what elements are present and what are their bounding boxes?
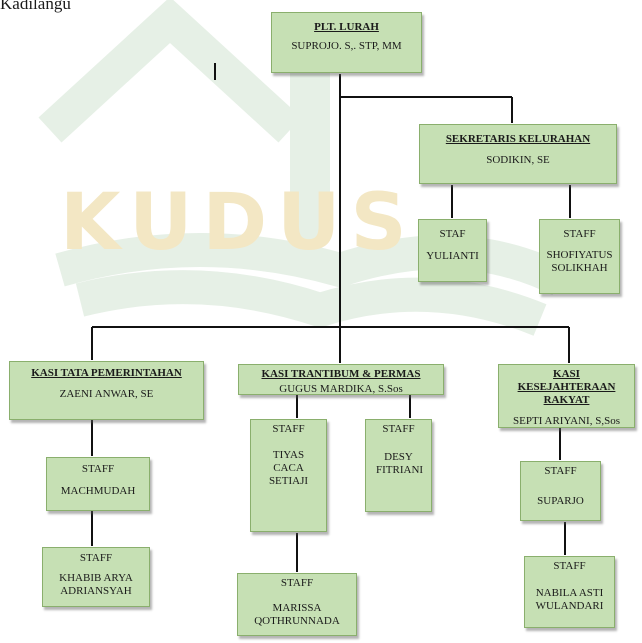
kasi-kesejahteraan-role: KASI KESEJAHTERAAN RAKYAT bbox=[517, 368, 616, 406]
lurah-role: PLT. LURAH bbox=[314, 21, 379, 33]
sek-staff-1-role: STAF bbox=[439, 228, 466, 240]
pem-staff-1-box: STAFF MACHMUDAH bbox=[46, 457, 150, 511]
kasi-pemerintahan-role: KASI TATA PEMERINTAHAN bbox=[31, 367, 182, 379]
kasi-trantibum-role: KASI TRANTIBUM & PERMAS bbox=[261, 368, 421, 380]
kes-staff-1-role: STAFF bbox=[544, 465, 577, 477]
kes-staff-2-role: STAFF bbox=[553, 560, 586, 572]
tra-staff-2-box: STAFF DESY FITRIANI bbox=[365, 419, 432, 512]
sek-staff-2-role: STAFF bbox=[563, 228, 596, 240]
sekretaris-box: SEKRETARIS KELURAHAN SODIKIN, SE bbox=[419, 124, 617, 184]
sek-staff-1-box: STAF YULIANTI bbox=[418, 219, 487, 282]
tra-staff-3-name: MARISSA QOTHRUNNADA bbox=[254, 602, 340, 627]
kes-staff-2-box: STAFF NABILA ASTI WULANDARI bbox=[524, 556, 615, 628]
kasi-kesejahteraan-box: KASI KESEJAHTERAAN RAKYAT SEPTI ARIYANI,… bbox=[498, 364, 635, 428]
pem-staff-2-box: STAFF KHABIB ARYA ADRIANSYAH bbox=[42, 547, 150, 607]
kasi-trantibum-name: GUGUS MARDIKA, S.Sos bbox=[279, 383, 403, 395]
lurah-box: PLT. LURAH SUPROJO. S,. STP, MM bbox=[271, 12, 422, 73]
tra-staff-3-box: STAFF MARISSA QOTHRUNNADA bbox=[237, 573, 357, 636]
lurah-name: SUPROJO. S,. STP, MM bbox=[291, 40, 402, 52]
kasi-trantibum-box: KASI TRANTIBUM & PERMAS GUGUS MARDIKA, S… bbox=[238, 364, 444, 395]
page-top-text: Kadilangu bbox=[0, 0, 71, 13]
kasi-pemerintahan-name: ZAENI ANWAR, SE bbox=[59, 388, 154, 400]
kes-staff-1-name: SUPARJO bbox=[537, 495, 584, 507]
sekretaris-name: SODIKIN, SE bbox=[486, 154, 550, 166]
tra-staff-1-role: STAFF bbox=[272, 423, 305, 435]
tra-staff-3-role: STAFF bbox=[280, 577, 314, 589]
tra-staff-1-name: TIYAS CACA SETIAJI bbox=[268, 449, 309, 487]
tra-staff-2-name: DESY FITRIANI bbox=[376, 451, 424, 476]
sekretaris-role: SEKRETARIS KELURAHAN bbox=[445, 133, 591, 145]
sek-staff-1-name: YULIANTI bbox=[426, 250, 479, 262]
kes-staff-2-name: NABILA ASTI WULANDARI bbox=[535, 587, 604, 612]
kasi-kesejahteraan-name: SEPTI ARIYANI, S,Sos bbox=[513, 415, 620, 427]
tra-staff-1-box: STAFF TIYAS CACA SETIAJI bbox=[250, 419, 327, 532]
pem-staff-1-role: STAFF bbox=[81, 463, 115, 475]
sek-staff-2-box: STAFF SHOFIYATUS SOLIKHAH bbox=[539, 219, 620, 294]
pem-staff-1-name: MACHMUDAH bbox=[60, 485, 136, 497]
pem-staff-2-role: STAFF bbox=[79, 552, 113, 564]
kes-staff-1-box: STAFF SUPARJO bbox=[520, 461, 601, 521]
kasi-pemerintahan-box: KASI TATA PEMERINTAHAN ZAENI ANWAR, SE bbox=[9, 361, 204, 420]
pem-staff-2-name: KHABIB ARYA ADRIANSYAH bbox=[59, 572, 133, 597]
sek-staff-2-name: SHOFIYATUS SOLIKHAH bbox=[546, 249, 613, 274]
watermark-text: KUDUS bbox=[60, 178, 417, 268]
tra-staff-2-role: STAFF bbox=[382, 423, 415, 435]
